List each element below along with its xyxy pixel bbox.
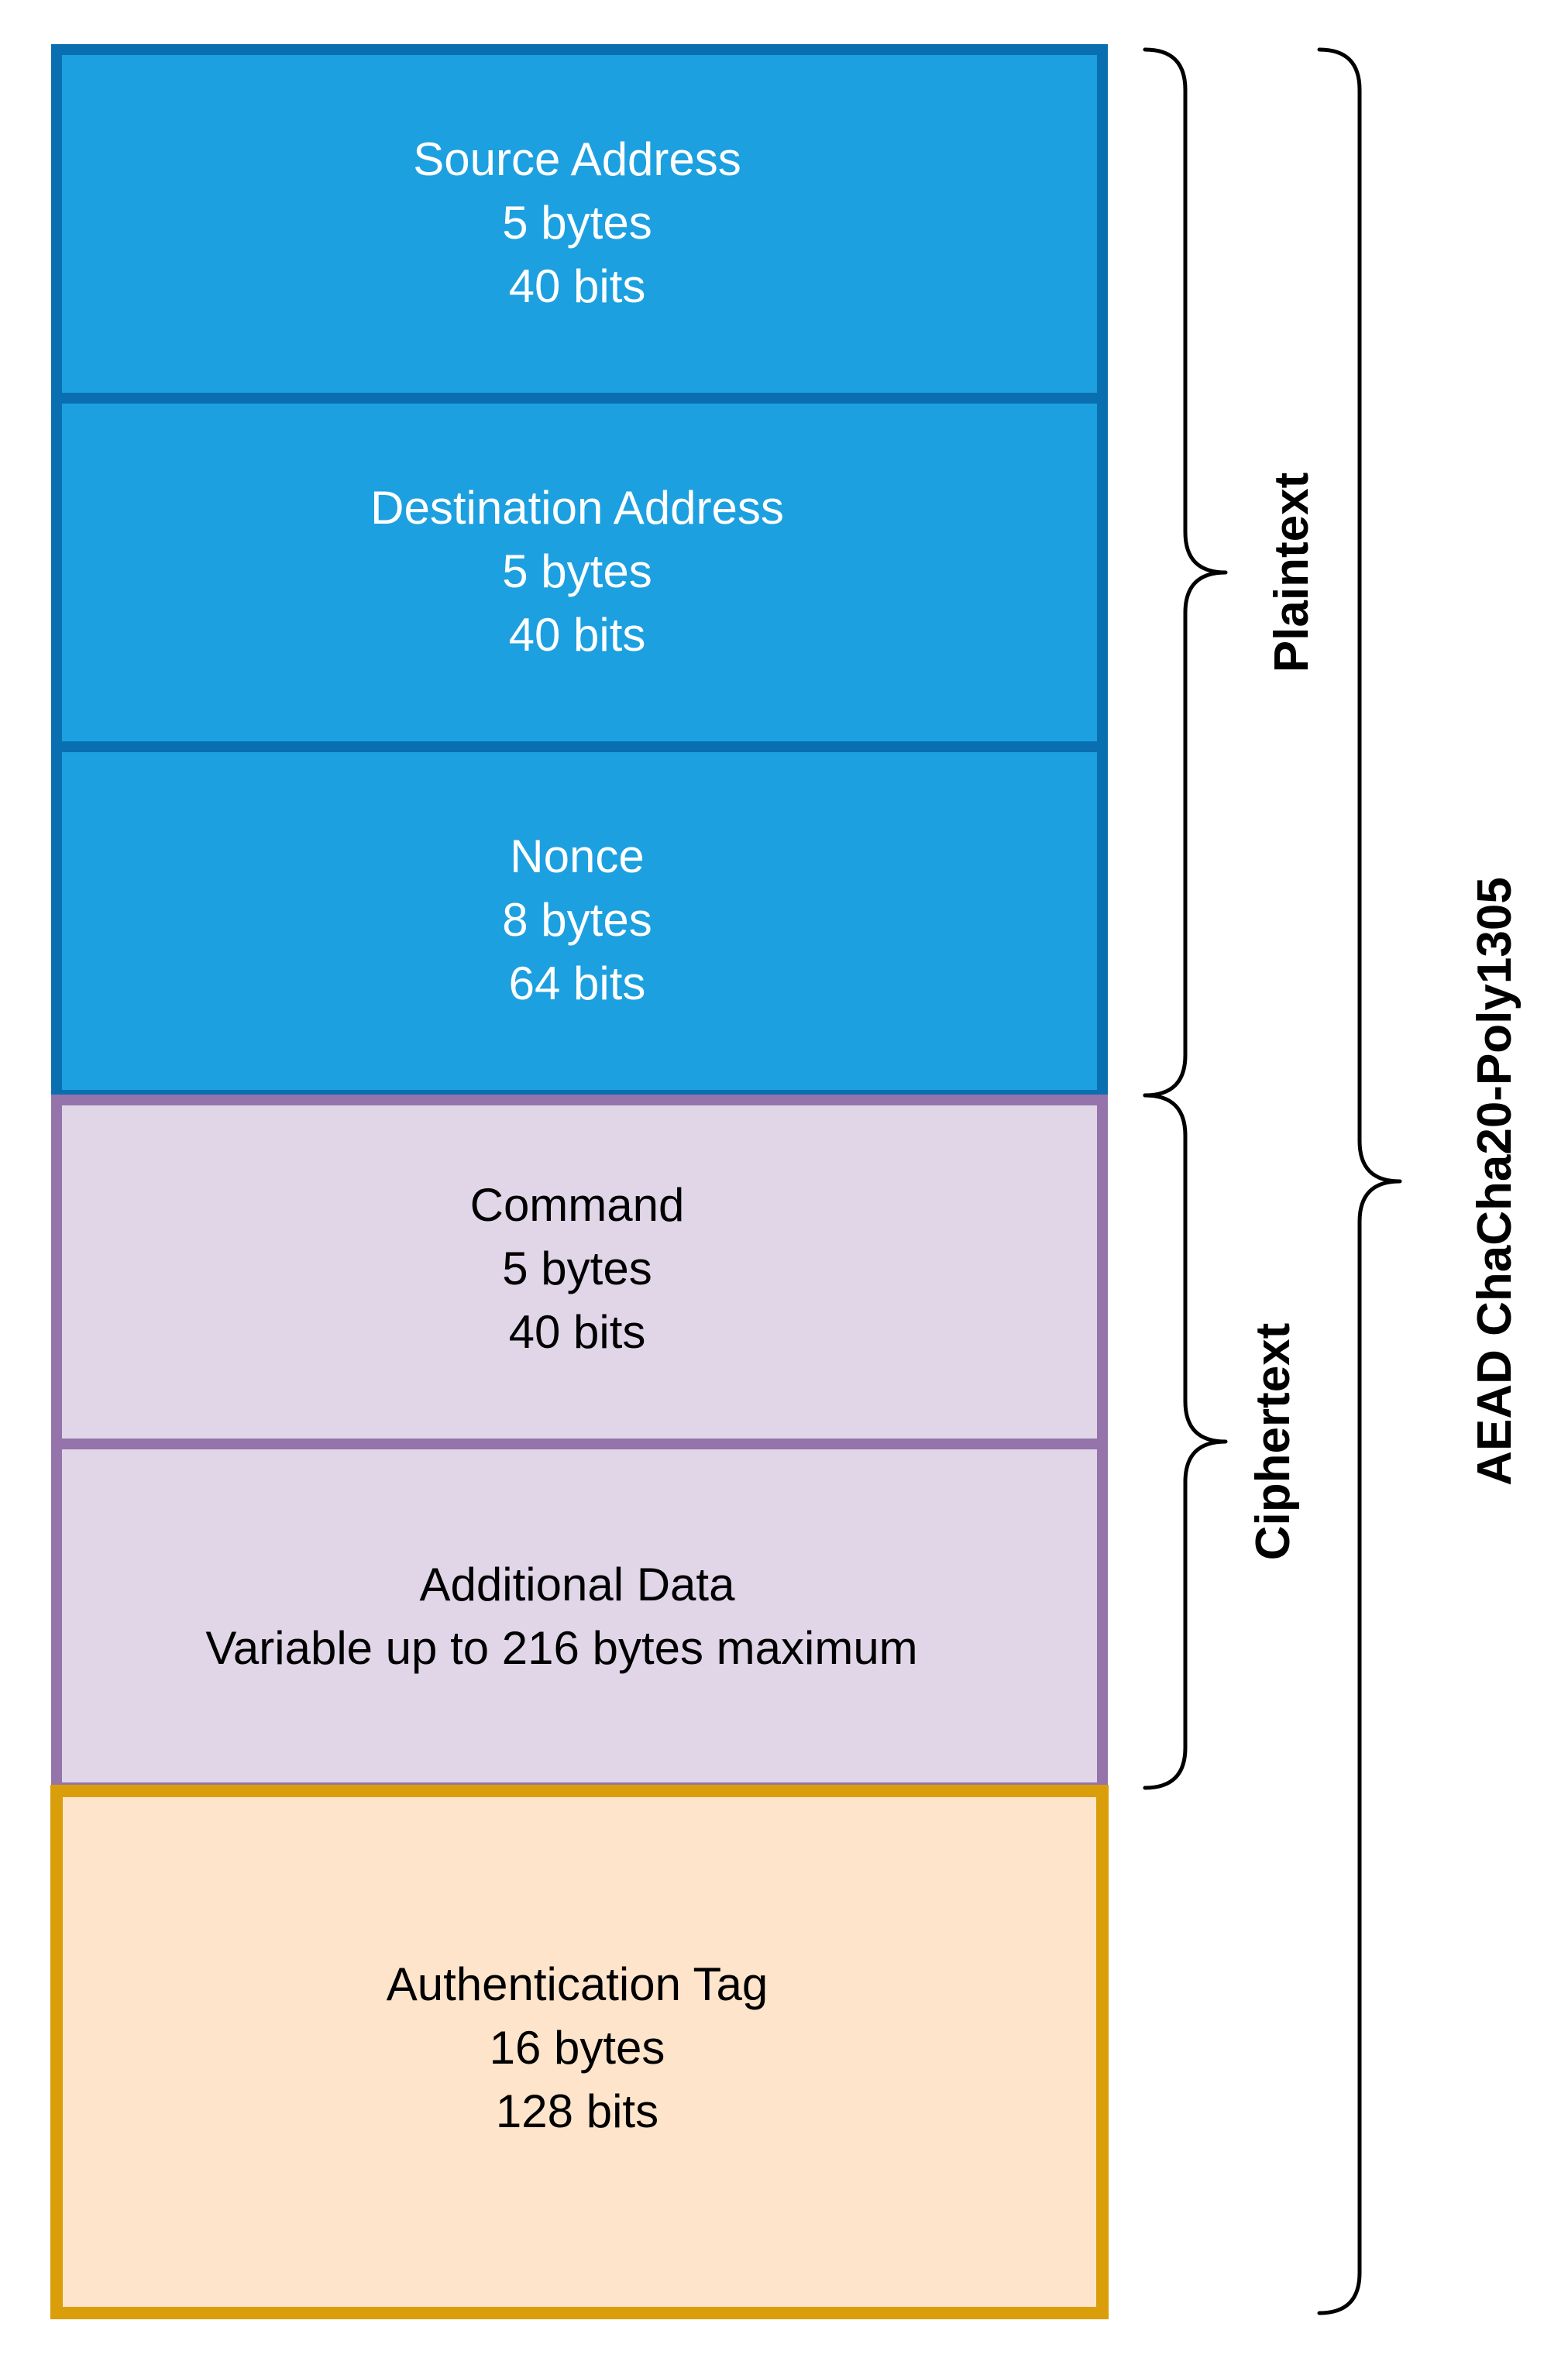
- source-address-block: [51, 44, 1108, 404]
- destination-address-block: [51, 393, 1108, 752]
- authentication-tag-label-group: Authentication Tag 16 bytes 128 bits: [387, 1958, 769, 2137]
- authentication-tag-bytes: 16 bytes: [490, 2022, 665, 2074]
- destination-address-label-group: Destination Address 5 bytes 40 bits: [370, 482, 784, 661]
- additional-data-label-group: Additional Data Variable up to 216 bytes…: [205, 1559, 917, 1674]
- aead-brace: [1317, 47, 1402, 2315]
- ciphertext-brace: [1143, 1093, 1228, 1790]
- additional-data-title: Additional Data: [420, 1559, 736, 1610]
- plaintext-label: Plaintext: [1265, 473, 1319, 672]
- plaintext-brace: [1143, 47, 1228, 1098]
- nonce-label-group: Nonce 8 bytes 64 bits: [502, 830, 652, 1009]
- command-bits: 40 bits: [509, 1306, 646, 1358]
- destination-address-bytes: 5 bytes: [502, 545, 652, 597]
- nonce-bytes: 8 bytes: [502, 894, 652, 946]
- command-block: [51, 1095, 1108, 1449]
- source-address-label-group: Source Address 5 bytes 40 bits: [413, 133, 741, 312]
- ciphertext-region: [51, 1095, 1108, 1793]
- braces: [1143, 47, 1402, 2315]
- nonce-bits: 64 bits: [509, 957, 646, 1009]
- source-address-bytes: 5 bytes: [502, 197, 652, 249]
- additional-data-block: [51, 1439, 1108, 1793]
- aead-label: AEAD ChaCha20-Poly1305: [1468, 877, 1522, 1486]
- command-title: Command: [470, 1179, 685, 1231]
- source-address-title: Source Address: [413, 133, 741, 185]
- tag-region: [50, 1785, 1109, 2319]
- command-bytes: 5 bytes: [502, 1243, 652, 1294]
- authentication-tag-title: Authentication Tag: [387, 1958, 769, 2010]
- plaintext-region: [51, 44, 1108, 1101]
- authentication-tag-block: [50, 1785, 1109, 2319]
- additional-data-size: Variable up to 216 bytes maximum: [205, 1622, 917, 1674]
- destination-address-bits: 40 bits: [509, 609, 646, 661]
- authentication-tag-bits: 128 bits: [496, 2085, 658, 2137]
- ciphertext-label: Ciphertext: [1246, 1323, 1300, 1561]
- command-label-group: Command 5 bytes 40 bits: [470, 1179, 685, 1358]
- nonce-title: Nonce: [510, 830, 644, 882]
- destination-address-title: Destination Address: [370, 482, 784, 534]
- nonce-block: [51, 741, 1108, 1101]
- source-address-bits: 40 bits: [509, 260, 646, 312]
